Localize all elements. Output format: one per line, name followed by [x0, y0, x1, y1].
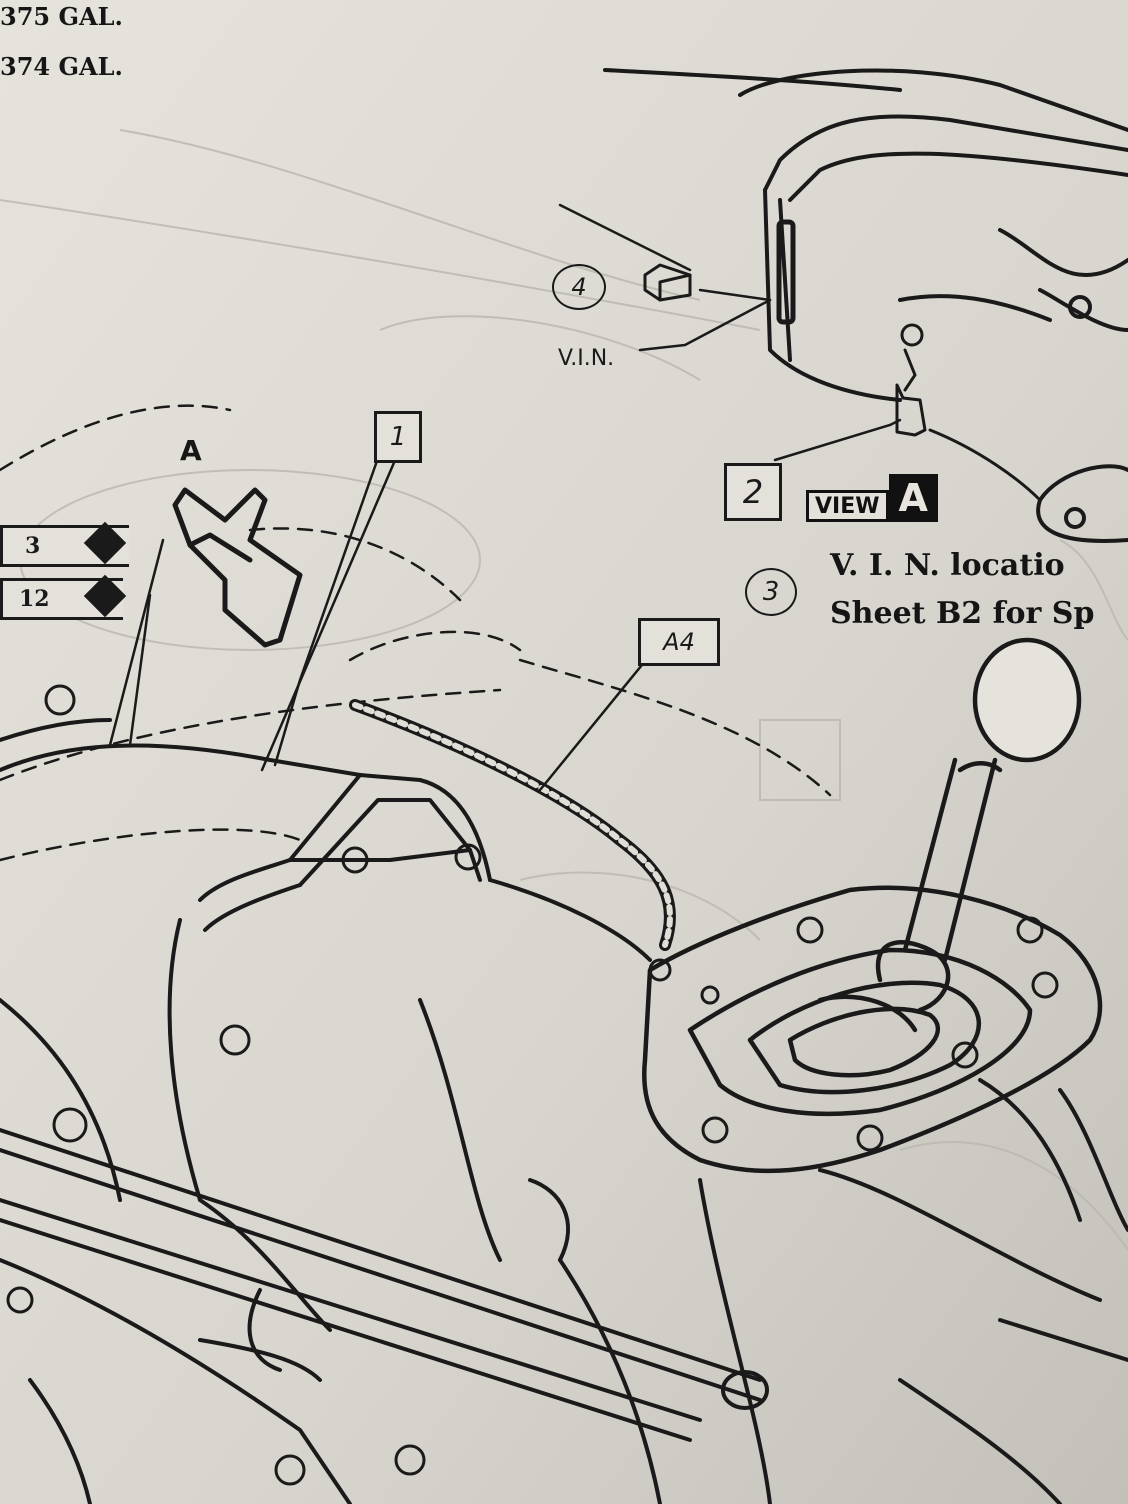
bracket-a-shape	[172, 487, 303, 648]
linkage-rods	[0, 1128, 769, 1442]
shifter-plate	[642, 885, 1103, 1174]
phantom-lines	[0, 404, 832, 862]
header-line-1: 375 GAL.	[0, 2, 123, 31]
transmission-case	[0, 718, 1128, 1504]
callout-circle-4: 4	[552, 264, 606, 310]
view-a-pointer-letter: A	[180, 434, 202, 467]
callout-box-1: 1	[374, 411, 422, 463]
header-line-2: 374 GAL.	[0, 52, 123, 81]
callout-box-2: 2	[724, 463, 782, 521]
view-badge-letter: A	[888, 474, 938, 522]
note-line-1: V. I. N. locatio	[830, 548, 1065, 583]
case-bolts	[6, 684, 482, 1486]
view-a-badge: VIEW A	[806, 474, 938, 522]
tag-12-label: 12	[19, 586, 50, 612]
view-badge-word: VIEW	[806, 490, 889, 522]
callout-circle-3: 3	[745, 568, 797, 616]
vin-label: V.I.N.	[558, 346, 615, 371]
note-line-2: Sheet B2 for Sp	[830, 596, 1095, 631]
view-a-inset	[558, 68, 1128, 543]
shift-lever	[875, 637, 1082, 1013]
tag-3-label: 3	[25, 533, 41, 559]
plate-bolts	[648, 916, 1059, 1152]
braided-cable-inner	[352, 702, 673, 948]
callout-box-a4: A4	[638, 618, 720, 666]
leader-lines	[108, 456, 648, 792]
